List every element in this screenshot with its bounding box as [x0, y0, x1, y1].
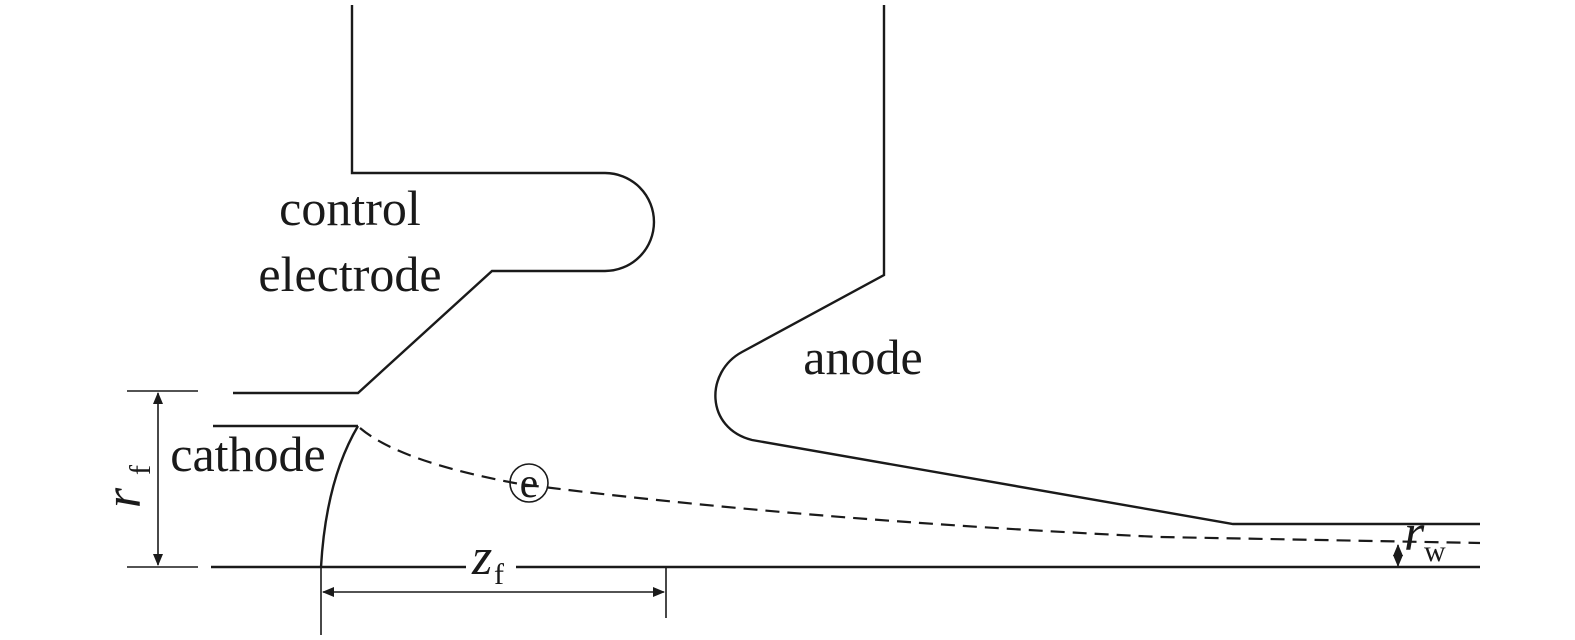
- control-electrode-outline: [233, 5, 656, 395]
- anode-outline: [714, 5, 1480, 526]
- zf-label-background: [466, 540, 516, 580]
- electron-label: e: [520, 461, 539, 507]
- rw-symbol: r: [1404, 505, 1425, 562]
- cathode-label-background: [162, 432, 334, 480]
- cathode-label: cathode: [170, 426, 325, 482]
- zf-subscript: f: [494, 558, 504, 591]
- anode-label: anode: [803, 329, 922, 385]
- rf-label: r f: [95, 465, 157, 508]
- electron-beam-envelope: [359, 427, 1481, 545]
- svg-text:r: r: [95, 487, 152, 508]
- control-electrode-label-line1: control: [279, 180, 421, 236]
- zf-symbol: z: [471, 529, 492, 586]
- control-electrode-label-line2: electrode: [258, 246, 441, 302]
- cathode-emitting-surface: [319, 425, 360, 568]
- electron-circle: [509, 463, 549, 503]
- svg-text:f: f: [124, 465, 157, 475]
- rw-subscript: w: [1424, 535, 1446, 568]
